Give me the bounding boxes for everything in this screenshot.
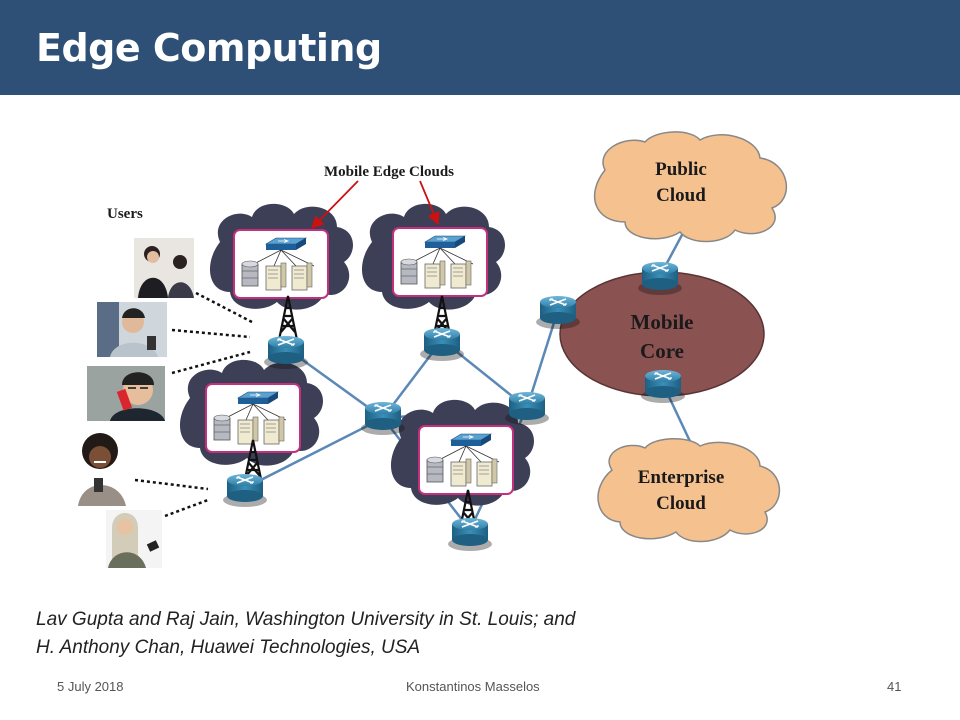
users-label: Users [107,206,143,222]
public-cloud-label-1: Public [655,159,707,180]
router-icon [637,261,683,296]
mobile-core-label-1: Mobile [631,310,694,334]
edge-server-box [234,230,328,298]
edge-site-3 [179,359,324,486]
edge-site-2 [361,203,506,342]
footer-page-number: 41 [887,679,902,694]
mobile-core-label-2: Core [640,339,684,363]
footer-author: Konstantinos Masselos [406,679,540,694]
slide-title: Edge Computing [36,26,382,70]
router-icon [447,517,493,552]
edge-server-box [393,228,487,296]
router-icon [640,369,686,404]
user-photo-icon [76,431,132,506]
user-photo-icon [106,510,162,568]
mobile-edge-clouds-label: Mobile Edge Clouds [324,164,454,180]
user-links [134,291,253,518]
router-icon [360,401,406,436]
footer-date: 5 July 2018 [57,679,124,694]
edge-server-box [419,426,513,494]
user-photo-icon [134,238,194,298]
mobile-core: Mobile Core [559,271,765,397]
enterprise-cloud-label-2: Cloud [656,493,706,514]
mobile-edge-clouds-callout: Mobile Edge Clouds [311,164,454,229]
user-photo-icon [97,302,167,357]
router-icon [222,473,268,508]
enterprise-cloud-label-1: Enterprise [638,467,725,488]
router-icon [504,391,550,426]
source-credit: Lav Gupta and Raj Jain, Washington Unive… [36,606,575,662]
public-cloud-label-2: Cloud [656,185,706,206]
edge-site-1 [209,203,354,342]
router-icon [263,335,309,370]
enterprise-cloud: Enterprise Cloud [597,438,781,543]
router-icon [419,327,465,362]
slide-header: Edge Computing [0,0,960,95]
credit-line-2: H. Anthony Chan, Huawei Technologies, US… [36,637,421,658]
user-photo-icon [87,366,165,421]
public-cloud: Public Cloud [594,131,788,243]
edge-computing-diagram: Public Cloud Mobile Core Enterprise Clou… [76,131,788,568]
router-icon [535,295,581,330]
credit-line-1: Lav Gupta and Raj Jain, Washington Unive… [36,609,576,630]
